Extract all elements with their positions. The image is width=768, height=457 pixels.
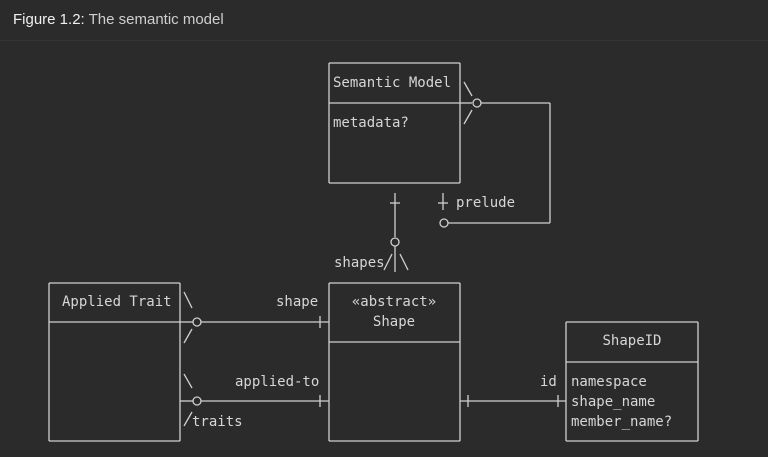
applied-trait-box: Applied Trait [48, 282, 181, 442]
id-label: id [540, 374, 557, 390]
applied-to-association: applied-to traits [180, 373, 329, 430]
semantic-model-member: metadata? [333, 115, 409, 131]
shape-label: shape [276, 294, 318, 310]
shape-id-member: namespace [571, 374, 647, 390]
figure-number: Figure 1.2: [13, 11, 85, 28]
traits-label: traits [192, 414, 243, 430]
shapes-association: shapes [334, 193, 409, 272]
shape-id-member: member_name? [571, 414, 672, 430]
figure-caption: Figure 1.2: The semantic model [0, 0, 768, 41]
semantic-model-box: Semantic Model metadata? [328, 62, 461, 184]
shape-id-member: shape_name [571, 394, 655, 410]
semantic-model-title: Semantic Model [333, 75, 451, 91]
shape-id-box: ShapeID namespace shape_name member_name… [565, 321, 699, 442]
shape-box: «abstract» Shape [328, 282, 461, 442]
shape-id-title: ShapeID [602, 333, 661, 349]
shape-association: shape [180, 291, 329, 344]
shape-stereotype: «abstract» [352, 294, 436, 310]
id-association: id [460, 374, 566, 407]
prelude-label: prelude [456, 195, 515, 211]
applied-to-label: applied-to [235, 374, 319, 390]
shapes-label: shapes [334, 255, 385, 271]
shape-title: Shape [373, 314, 415, 330]
prelude-association: prelude [438, 81, 551, 228]
applied-trait-title: Applied Trait [62, 294, 172, 310]
figure-title: The semantic model [88, 11, 224, 28]
